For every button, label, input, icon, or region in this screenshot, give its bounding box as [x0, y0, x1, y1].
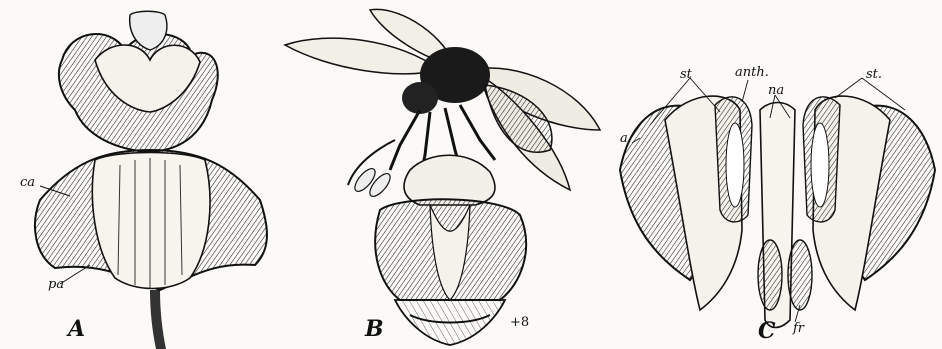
- annotation-a: a: [620, 132, 628, 145]
- panel-letter-c: C: [758, 320, 776, 342]
- panel-letter-a: A: [68, 318, 85, 340]
- annotation-ca: ca: [20, 176, 35, 189]
- panel-b-bee-flower: [285, 9, 600, 345]
- annotation-st-left: st: [680, 68, 692, 81]
- panel-c-section: [620, 78, 935, 328]
- annotation-na: na: [768, 84, 784, 97]
- annotation-anth: anth.: [735, 66, 769, 79]
- annotation-pa: pa: [48, 278, 64, 291]
- annotation-fr: fr: [793, 322, 804, 335]
- annotation-st-right: st.: [866, 68, 882, 81]
- panel-a-flower: [35, 11, 267, 349]
- scale-label: +8: [510, 316, 529, 329]
- panel-letter-b: B: [365, 318, 384, 340]
